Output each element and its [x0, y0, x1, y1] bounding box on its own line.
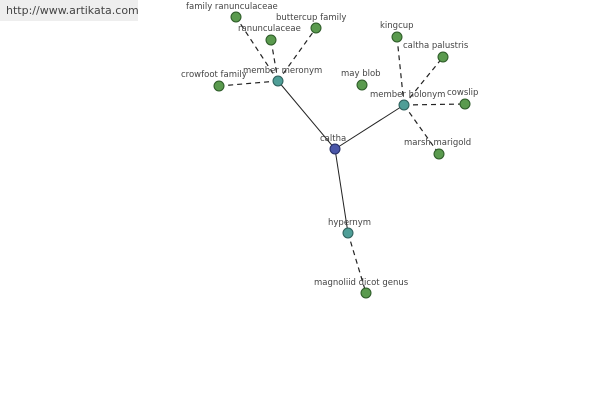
edge-holonym-caltha-palustris — [403, 56, 444, 106]
edge-root-hypernym — [334, 148, 349, 234]
edge-holonym-marsh-marigold — [403, 104, 440, 155]
edge-root-holonym — [334, 104, 405, 150]
node-crowfoot-family[interactable] — [213, 80, 225, 92]
node-may-blob[interactable] — [356, 79, 368, 91]
node-cowslip[interactable] — [459, 98, 471, 110]
watermark-url: http://www.artikata.com — [0, 0, 139, 21]
label-may-blob: may blob — [341, 69, 381, 79]
label-cowslip: cowslip — [447, 88, 478, 98]
label-member-meronym: member meronym — [243, 66, 322, 76]
label-ranunculaceae: ranunculaceae — [238, 24, 301, 34]
node-family-ranunculaceae[interactable] — [230, 11, 242, 23]
label-magnoliid-dicot-genus: magnoliid dicot genus — [314, 278, 409, 288]
edges — [218, 16, 466, 294]
nodes: caltha member meronym member holonym hyp… — [181, 2, 478, 299]
node-caltha-palustris[interactable] — [437, 51, 449, 63]
label-member-holonym: member holonym — [370, 90, 445, 100]
edge-meronym-crowfoot-family — [218, 80, 279, 87]
label-hypernym: hypernym — [328, 218, 371, 228]
edge-root-meronym — [277, 80, 336, 150]
label-family-ranunculaceae: family ranunculaceae — [186, 2, 278, 12]
label-root: caltha — [320, 134, 346, 144]
edge-meronym-ranunculaceae — [270, 39, 279, 82]
node-root[interactable] — [329, 143, 341, 155]
label-kingcup: kingcup — [380, 21, 414, 31]
label-crowfoot-family: crowfoot family — [181, 70, 247, 80]
edge-holonym-kingcup — [396, 36, 405, 106]
node-kingcup[interactable] — [391, 31, 403, 43]
node-ranunculaceae[interactable] — [265, 34, 277, 46]
node-buttercup-family[interactable] — [310, 22, 322, 34]
node-magnoliid-dicot-genus[interactable] — [360, 287, 372, 299]
node-member-holonym[interactable] — [398, 99, 410, 111]
node-hypernym[interactable] — [342, 227, 354, 239]
edge-meronym-family-ranunculaceae — [235, 16, 279, 82]
edge-meronym-buttercup-family — [277, 27, 317, 82]
edge-holonym-cowslip — [403, 103, 466, 106]
edge-hypernym-magnoliid-dicot-genus — [347, 232, 367, 294]
label-marsh-marigold: marsh marigold — [404, 138, 471, 148]
node-marsh-marigold[interactable] — [433, 148, 445, 160]
node-member-meronym[interactable] — [272, 75, 284, 87]
label-caltha-palustris: caltha palustris — [403, 41, 469, 51]
label-buttercup-family: buttercup family — [276, 13, 346, 23]
